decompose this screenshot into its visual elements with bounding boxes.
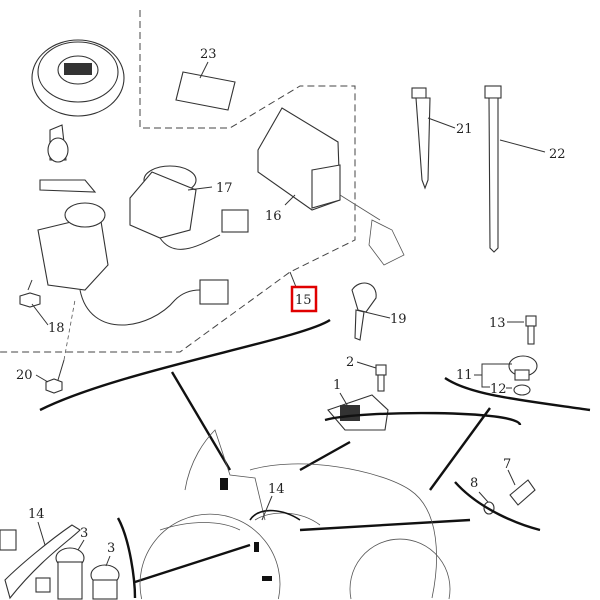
callout-20[interactable]: 20 — [16, 368, 33, 383]
callout-14[interactable]: 14 — [268, 482, 285, 497]
lock-cylinder-part — [129, 165, 249, 250]
main-switch-part — [37, 124, 229, 326]
highlight-box — [290, 285, 318, 313]
label-sticker-part — [175, 71, 236, 111]
leader-line — [299, 518, 471, 532]
callout-bracket — [324, 411, 522, 426]
callout-leaders — [31, 61, 546, 567]
motorcycle-outline — [139, 429, 451, 600]
leader-line — [429, 407, 491, 491]
cable-tie-part — [411, 87, 431, 190]
callout-11[interactable]: 11 — [456, 368, 473, 383]
callout-12[interactable]: 12 — [490, 382, 507, 397]
callout-3[interactable]: 3 — [80, 526, 88, 541]
callout-bracket — [444, 377, 591, 412]
harness-part — [0, 524, 81, 600]
callout-21[interactable]: 21 — [456, 122, 473, 137]
cable-tie-part — [484, 85, 502, 253]
sensor-part — [327, 364, 389, 431]
callout-16[interactable]: 16 — [265, 209, 282, 224]
callout-18[interactable]: 18 — [48, 321, 65, 336]
callout-22[interactable]: 22 — [549, 147, 566, 162]
callout-15[interactable]: 15 — [295, 293, 312, 308]
callout-19[interactable]: 19 — [390, 312, 407, 327]
leader-line — [299, 440, 351, 472]
bolt-part — [45, 299, 76, 394]
callout-2[interactable]: 2 — [346, 355, 354, 370]
callout-8[interactable]: 8 — [470, 476, 478, 491]
dashed-group-outline — [0, 10, 356, 353]
ignition-coil-part — [90, 564, 120, 600]
callout-bracket — [116, 517, 137, 599]
callout-1[interactable]: 1 — [333, 378, 341, 393]
callout-23[interactable]: 23 — [200, 47, 217, 62]
callout-bracket — [454, 481, 541, 532]
front-wheel — [139, 513, 281, 600]
leader-line — [170, 371, 232, 471]
sensor-cover-part — [508, 315, 538, 396]
callout-14[interactable]: 14 — [28, 507, 45, 522]
callout-13[interactable]: 13 — [489, 316, 506, 331]
callout-17[interactable]: 17 — [216, 181, 233, 196]
fuel-cap-part — [31, 39, 125, 117]
leader-line — [134, 543, 251, 584]
callout-bracket — [39, 319, 331, 412]
callout-3[interactable]: 3 — [107, 541, 115, 556]
bolt-part — [19, 279, 41, 308]
ecu-part — [257, 107, 405, 266]
callout-7[interactable]: 7 — [503, 457, 511, 472]
ignition-coil-part — [55, 547, 85, 600]
key-part — [351, 282, 377, 341]
temp-sensor-part — [509, 479, 536, 506]
rear-wheel — [349, 538, 451, 600]
